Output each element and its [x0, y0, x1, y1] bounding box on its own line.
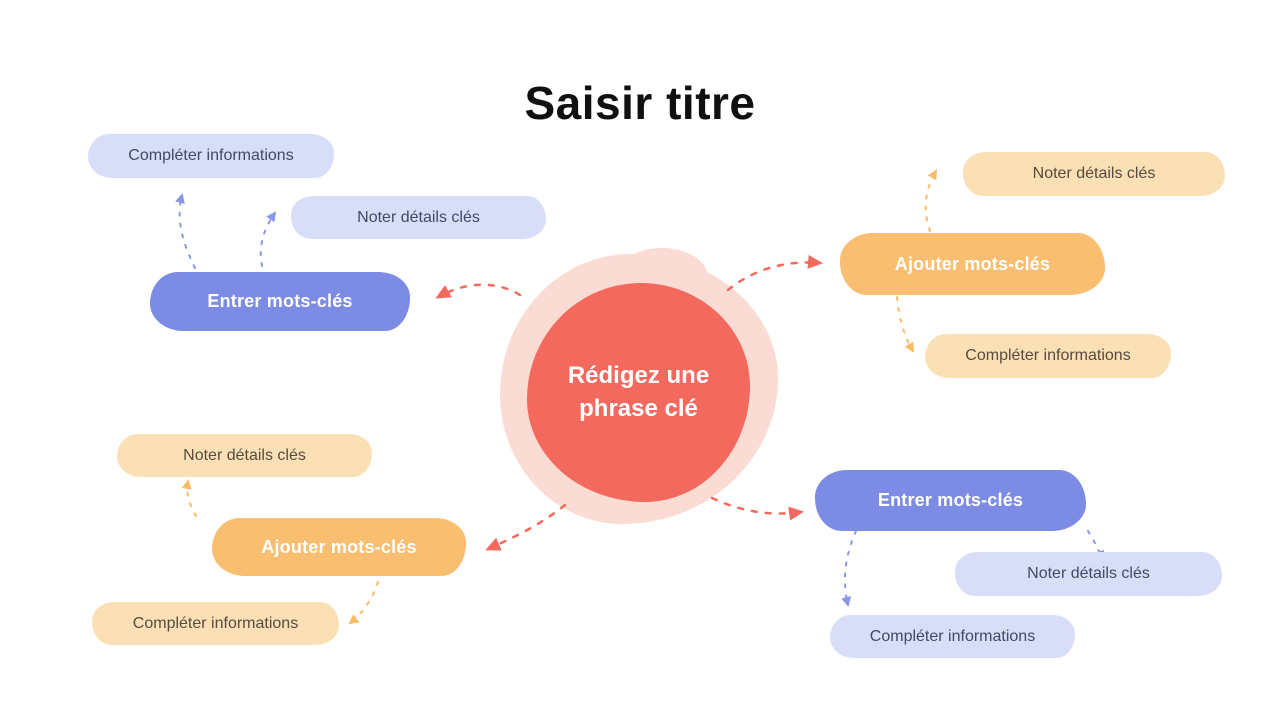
arrow-center-to-bottom-right — [710, 496, 804, 521]
child-node-label: Noter détails clés — [1032, 165, 1156, 182]
branch-node-bottom-right-label: Entrer mots-clés — [877, 490, 1024, 510]
child-node-bottom-right-noter-details[interactable]: Noter détails clés — [955, 552, 1222, 596]
branch-node-top-right[interactable]: Ajouter mots-clés — [840, 233, 1105, 295]
branch-node-bottom-right[interactable]: Entrer mots-clés — [815, 470, 1086, 531]
child-node-bottom-left-noter-details[interactable]: Noter détails clés — [117, 434, 372, 477]
child-node-bottom-left-completer-informations[interactable]: Compléter informations — [92, 602, 339, 645]
child-node-label: Noter détails clés — [1027, 565, 1150, 582]
arrow-bottom-left-to-child-noter — [181, 479, 197, 517]
child-node-label: Compléter informations — [128, 147, 294, 164]
child-node-top-right-noter-details[interactable]: Noter détails clés — [963, 152, 1225, 196]
child-node-top-left-completer-informations[interactable]: Compléter informations — [88, 134, 334, 178]
child-node-label: Compléter informations — [965, 347, 1131, 364]
child-node-top-right-completer-informations[interactable]: Compléter informations — [925, 334, 1171, 378]
child-node-top-left-noter-details[interactable]: Noter détails clés — [291, 196, 546, 239]
center-topic-label: Rédigez une phrase clé — [567, 362, 710, 422]
child-node-label: Noter détails clés — [183, 446, 306, 464]
child-node-label: Noter détails clés — [357, 208, 480, 226]
arrow-bottom-left-to-child-completer — [348, 581, 379, 625]
branch-node-bottom-left-label: Ajouter mots-clés — [261, 536, 417, 557]
branch-node-top-left-label: Entrer mots-clés — [207, 291, 353, 311]
child-node-label: Compléter informations — [869, 627, 1036, 645]
arrow-top-right-to-child-noter — [924, 169, 938, 232]
arrow-center-to-top-right — [726, 255, 823, 292]
center-topic-node[interactable]: Rédigez une phrase clé — [527, 283, 750, 502]
arrow-top-left-to-child-noter — [259, 211, 277, 267]
child-node-bottom-right-completer-informations[interactable]: Compléter informations — [830, 615, 1075, 658]
child-node-label: Compléter informations — [132, 614, 299, 632]
arrow-top-right-to-child-completer — [896, 296, 915, 353]
branch-node-top-left[interactable]: Entrer mots-clés — [150, 272, 410, 331]
arrow-center-to-top-left — [435, 283, 522, 299]
arrow-center-to-bottom-left — [485, 503, 567, 551]
arrow-bottom-right-to-child-completer — [841, 530, 857, 607]
branch-node-top-right-label: Ajouter mots-clés — [894, 253, 1051, 274]
page-title: Saisir titre — [524, 77, 756, 129]
arrow-top-left-to-child-completer — [175, 193, 196, 269]
branch-node-bottom-left[interactable]: Ajouter mots-clés — [212, 518, 466, 576]
